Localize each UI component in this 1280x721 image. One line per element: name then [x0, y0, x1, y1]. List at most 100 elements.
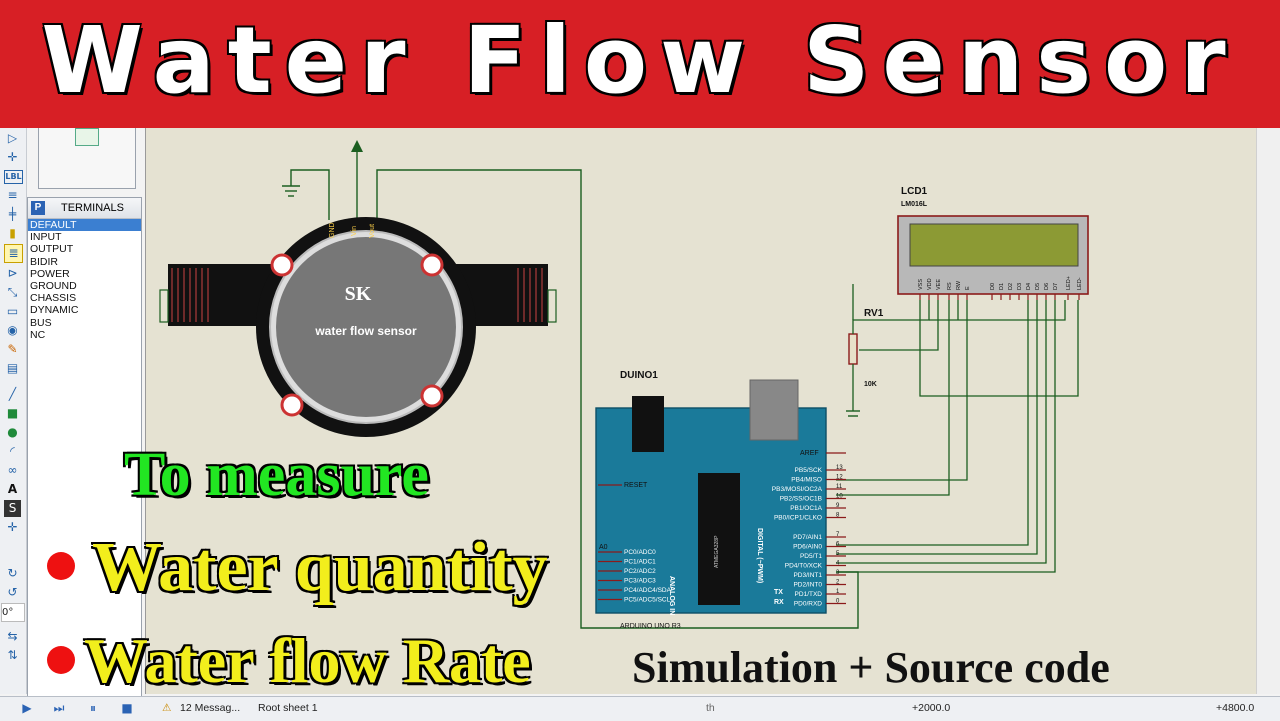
mirror-h-icon[interactable]: ⇆ — [7, 629, 18, 643]
line-icon[interactable]: ╱ — [8, 387, 17, 401]
box-icon[interactable]: ■ — [6, 406, 19, 420]
play-icon[interactable]: ▶ — [22, 701, 32, 715]
lcd-pin-label: D1 — [999, 283, 1005, 290]
ground-symbol — [282, 185, 300, 197]
digital-pin-label: PD4/T0/XCK — [785, 563, 823, 570]
sheet-name: Root sheet 1 — [258, 702, 318, 714]
status-trailing: th — [706, 702, 715, 714]
power-arrow — [351, 140, 363, 152]
label-icon[interactable]: LBL — [4, 170, 23, 184]
terminal-item[interactable]: INPUT — [30, 231, 62, 244]
schematic-canvas[interactable]: SK water flow sensor GND Vin Vout LCD1 L… — [145, 128, 1256, 694]
mirror-v-icon[interactable]: ⇅ — [7, 648, 18, 662]
digital-pin-label: PB5/SCK — [795, 467, 823, 474]
step-icon[interactable]: ⏭ — [53, 701, 65, 715]
title-banner: Water Flow Sensor — [0, 0, 1280, 128]
sensor-brand: SK — [345, 283, 372, 305]
water-flow-sensor: SK water flow sensor GND Vin Vout — [159, 217, 557, 437]
rotation-field[interactable]: 0° — [1, 603, 25, 622]
pick-badge[interactable]: P — [31, 201, 45, 215]
junction-icon[interactable]: ✛ — [7, 150, 18, 164]
digital-pin-number: 8 — [836, 513, 840, 519]
instrument-icon[interactable]: ▤ — [6, 361, 19, 375]
pause-icon[interactable]: ⏸ — [89, 701, 96, 715]
terminals-title: TERMINALS — [61, 202, 124, 214]
lcd-wires — [836, 284, 1079, 573]
digital-pin-label: PB3/MOSI/OC2A — [772, 486, 823, 493]
arduino-uno: DUINO1 ATMEGA328P ANALOG IN DIGITAL (~PW… — [595, 370, 846, 630]
vertical-scrollbar[interactable] — [1256, 128, 1280, 694]
lcd-pin-label: D7 — [1053, 283, 1059, 290]
digital-pin-number: 2 — [836, 580, 840, 586]
sensor-pin-vin: Vin — [351, 226, 358, 236]
reset-label: RESET — [624, 482, 648, 489]
analog-pins: PC0/ADC0PC1/ADC1PC2/ADC2PC3/ADC3PC4/ADC4… — [598, 549, 672, 604]
terminal-item[interactable]: DYNAMIC — [30, 304, 79, 317]
lcd-pin-label: VDD — [927, 278, 933, 290]
digital-pin-label: PD7/AIN1 — [793, 534, 822, 541]
digital-pin-label: PD5/T1 — [800, 553, 822, 560]
terminal-item[interactable]: CHASSIS — [30, 292, 77, 305]
analog-pin-label: PC5/ADC5/SCL — [624, 597, 671, 604]
analog-pin-label: PC1/ADC1 — [624, 559, 656, 566]
analog-header: ANALOG IN — [668, 576, 675, 615]
digital-pin-label: PD0/RXD — [794, 601, 822, 608]
digital-pin-number: 11 — [836, 484, 843, 490]
stop-icon[interactable]: ■ — [121, 701, 133, 715]
graph-icon[interactable]: ⤡ — [7, 285, 18, 299]
digital-pin-number: 0 — [836, 599, 840, 605]
marker-icon[interactable]: ✛ — [7, 520, 18, 534]
pot-ref: RV1 — [864, 308, 884, 319]
digital-pin-label: PB2/SS/OC1B — [780, 496, 822, 503]
text-tool-icon[interactable]: A — [7, 482, 18, 496]
digital-pin-number: 7 — [836, 532, 840, 538]
bullet-dot — [47, 646, 75, 674]
circle-icon[interactable]: ● — [7, 425, 18, 439]
analog-pin-label: PC0/ADC0 — [624, 549, 656, 556]
arc-icon[interactable]: ◜ — [10, 444, 15, 458]
arduino-ref: DUINO1 — [620, 370, 658, 381]
device-pin-icon[interactable]: ⊳ — [7, 266, 18, 280]
terminal-item[interactable]: NC — [30, 328, 46, 341]
path-icon[interactable]: ∞ — [7, 463, 18, 477]
tx-label: TX — [774, 589, 783, 596]
lcd-pin-label: VSS — [918, 279, 924, 290]
bus-icon[interactable]: ╪ — [8, 207, 17, 221]
terminal-item[interactable]: OUTPUT — [30, 243, 74, 256]
digital-pin-label: PD6/AIN0 — [793, 544, 822, 551]
lcd-pin-label: RS — [947, 282, 953, 290]
terminal-icon[interactable]: ≣ — [4, 244, 23, 263]
lcd-pin-label: RW — [956, 280, 962, 290]
generator-icon[interactable]: ◉ — [7, 323, 18, 337]
warning-icon: ⚠ — [162, 702, 172, 714]
coord-y: +4800.0 — [1216, 702, 1255, 714]
lcd-part: LM016L — [901, 201, 928, 208]
pin-icon[interactable]: ▷ — [7, 131, 18, 145]
rotate-ccw-icon[interactable]: ↺ — [7, 585, 18, 599]
digital-pin-label: PB4/MISO — [791, 477, 822, 484]
digital-pin-number: 5 — [836, 551, 840, 557]
lcd-pin-label: D0 — [990, 283, 996, 290]
terminal-item[interactable]: BUS — [30, 316, 52, 329]
terminal-item[interactable]: POWER — [30, 267, 70, 280]
terminal-item[interactable]: DEFAULT — [28, 219, 141, 232]
subcircuit-icon[interactable]: ▮ — [9, 226, 16, 240]
tape-icon[interactable]: ▭ — [6, 304, 19, 318]
analog-pin-label: PC2/ADC2 — [624, 568, 656, 575]
digital-pin-number: 12 — [836, 475, 843, 481]
lcd-pin-label: D5 — [1035, 283, 1041, 290]
digital-pin-label: PB1/OC1A — [790, 505, 822, 512]
arduino-footer: ARDUINO UNO R3 — [620, 623, 681, 630]
digital-pin-label: PD2/INT0 — [793, 582, 822, 589]
probe-icon[interactable]: ✎ — [7, 342, 18, 356]
symbol-icon[interactable]: S — [4, 500, 21, 517]
bullet-dot — [47, 552, 75, 580]
overview-window[interactable] — [38, 128, 136, 189]
analog-pin-label: PC3/ADC3 — [624, 578, 656, 585]
terminal-item[interactable]: GROUND — [30, 280, 77, 293]
rotate-cw-icon[interactable]: ↻ — [7, 566, 18, 580]
messages-count[interactable]: 12 Messag... — [180, 702, 241, 714]
terminal-item[interactable]: BIDIR — [30, 255, 59, 268]
text-icon[interactable]: ≡ — [7, 188, 18, 202]
